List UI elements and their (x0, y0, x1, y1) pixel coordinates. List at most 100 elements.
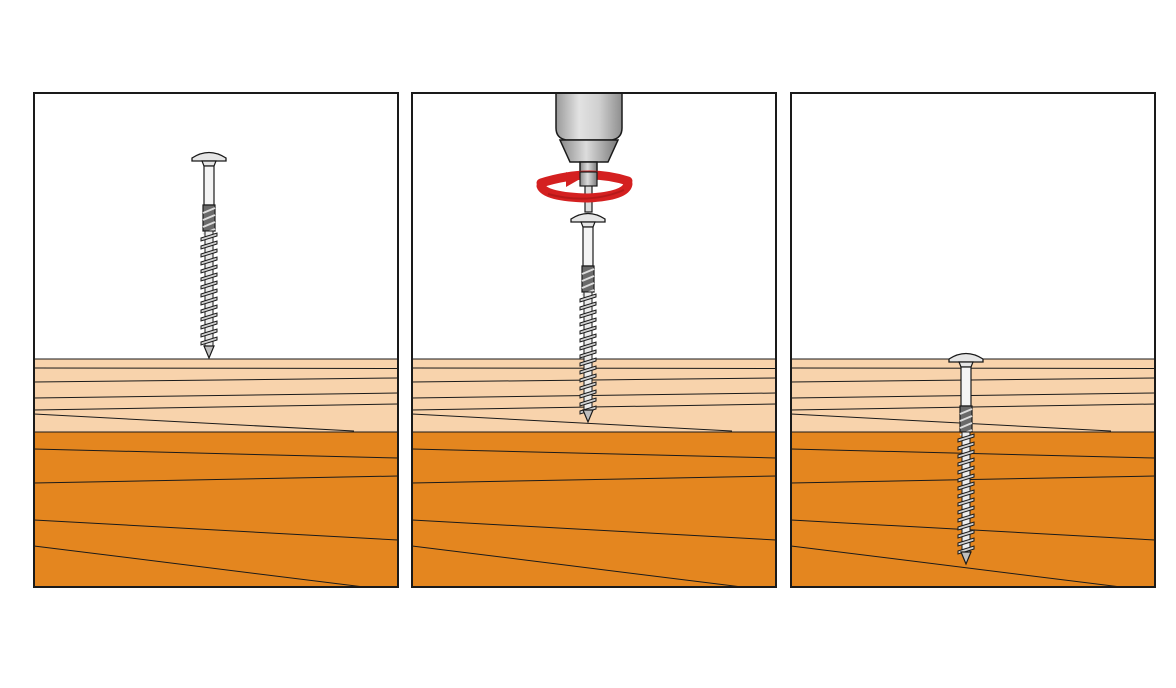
screw-thread (957, 489, 975, 499)
screw-tip (960, 551, 972, 566)
wood-grain-line (412, 475, 776, 484)
panel-3 (790, 92, 1156, 588)
screw-thread (200, 304, 218, 314)
screw-cutter-groove (202, 214, 216, 221)
screw-cutter-groove (202, 207, 216, 214)
rotation-arrow-shadow (547, 189, 625, 200)
wood-grain-line (791, 545, 1122, 587)
screw-head (948, 352, 984, 363)
screw-tip (582, 409, 594, 424)
screw-cutter-groove (581, 282, 595, 289)
wood-grain-line (34, 413, 355, 432)
screw-thread (957, 521, 975, 531)
screw-core (204, 230, 214, 347)
screw-cutter-groove (959, 422, 973, 429)
screw-cutter-groove (581, 275, 595, 282)
wood-grain-line (34, 377, 398, 383)
screw-thread (200, 288, 218, 298)
screw-thread (579, 333, 597, 343)
screw-thread (200, 232, 218, 242)
wood-grain-line (791, 377, 1155, 383)
wood-grain-line (791, 392, 1155, 399)
screw-thread (579, 341, 597, 351)
wood-grain-line (34, 367, 398, 369)
screw-thread (579, 373, 597, 383)
screw-cutter-groove (581, 268, 595, 275)
wood-grain-line (34, 545, 365, 587)
screw-shank (582, 226, 594, 267)
wood-grain-line (34, 403, 398, 411)
screw-thread (957, 441, 975, 451)
panel-3-screw-icon (948, 352, 984, 566)
drill-body (555, 93, 623, 141)
panel-2-screw-icon (570, 212, 606, 424)
screw-thread (957, 457, 975, 467)
wood-grain-line (34, 475, 398, 484)
screw-cutter-groove (959, 415, 973, 422)
screw-thread (200, 336, 218, 346)
wood-grain-line (791, 413, 1112, 432)
screw-cutter-groove (959, 408, 973, 415)
screw-thread (957, 529, 975, 539)
screw-shank (960, 366, 972, 407)
screw-thread (200, 296, 218, 306)
screw-thread (579, 293, 597, 303)
drill-chuck (558, 139, 620, 163)
panel-3-frame (790, 92, 1156, 588)
wood-grain-line (412, 392, 776, 399)
screw-thread (957, 473, 975, 483)
screw-thread (579, 317, 597, 327)
wood-grain-line (412, 448, 776, 459)
panel-3-scene (791, 93, 1155, 587)
panel-3-wood (791, 358, 1155, 587)
wood-grain-line (412, 413, 733, 432)
panel-1-screw-icon (191, 151, 227, 360)
wood-grain-line (791, 475, 1155, 484)
screw-thread (200, 264, 218, 274)
screw-thread (200, 328, 218, 338)
screw-thread (957, 497, 975, 507)
screw-thread (200, 248, 218, 258)
screw-thread (957, 481, 975, 491)
screw-thread (200, 320, 218, 330)
wood-grain-line (34, 519, 398, 541)
screw-thread (957, 433, 975, 443)
screw-thread (957, 465, 975, 475)
dark-wood-layer (34, 432, 398, 587)
wood-grain-line (34, 448, 398, 459)
screw-thread (200, 312, 218, 322)
screw-thread (579, 397, 597, 407)
screw-thread (579, 349, 597, 359)
screw-thread (579, 357, 597, 367)
panel-1-wood (34, 358, 398, 587)
rotation-arrow-icon (536, 170, 633, 203)
panel-2-scene (412, 93, 776, 587)
screw-thread (579, 325, 597, 335)
screw-thread (957, 537, 975, 547)
screw-thread (200, 272, 218, 282)
wood-grain-line (412, 519, 776, 541)
screw-thread (579, 381, 597, 391)
screw-thread (957, 449, 975, 459)
screw-thread (200, 280, 218, 290)
screw-tip (203, 345, 215, 360)
wood-grain-line (412, 377, 776, 383)
screw-neck (201, 160, 217, 167)
screw-thread (579, 389, 597, 399)
drill-icon (555, 93, 623, 213)
screw-thread (957, 505, 975, 515)
panel-1-frame (33, 92, 399, 588)
panel-2-frame (411, 92, 777, 588)
screw-thread (579, 365, 597, 375)
panel-2 (411, 92, 777, 588)
screw-neck (958, 361, 974, 368)
screw-thread (579, 309, 597, 319)
screw-thread (957, 513, 975, 523)
wood-grain-line (34, 392, 398, 399)
panel-1 (33, 92, 399, 588)
wood-grain-line (412, 545, 743, 587)
panel-1-scene (34, 93, 398, 587)
screw-cutter-groove (202, 221, 216, 228)
screw-thread (200, 240, 218, 250)
